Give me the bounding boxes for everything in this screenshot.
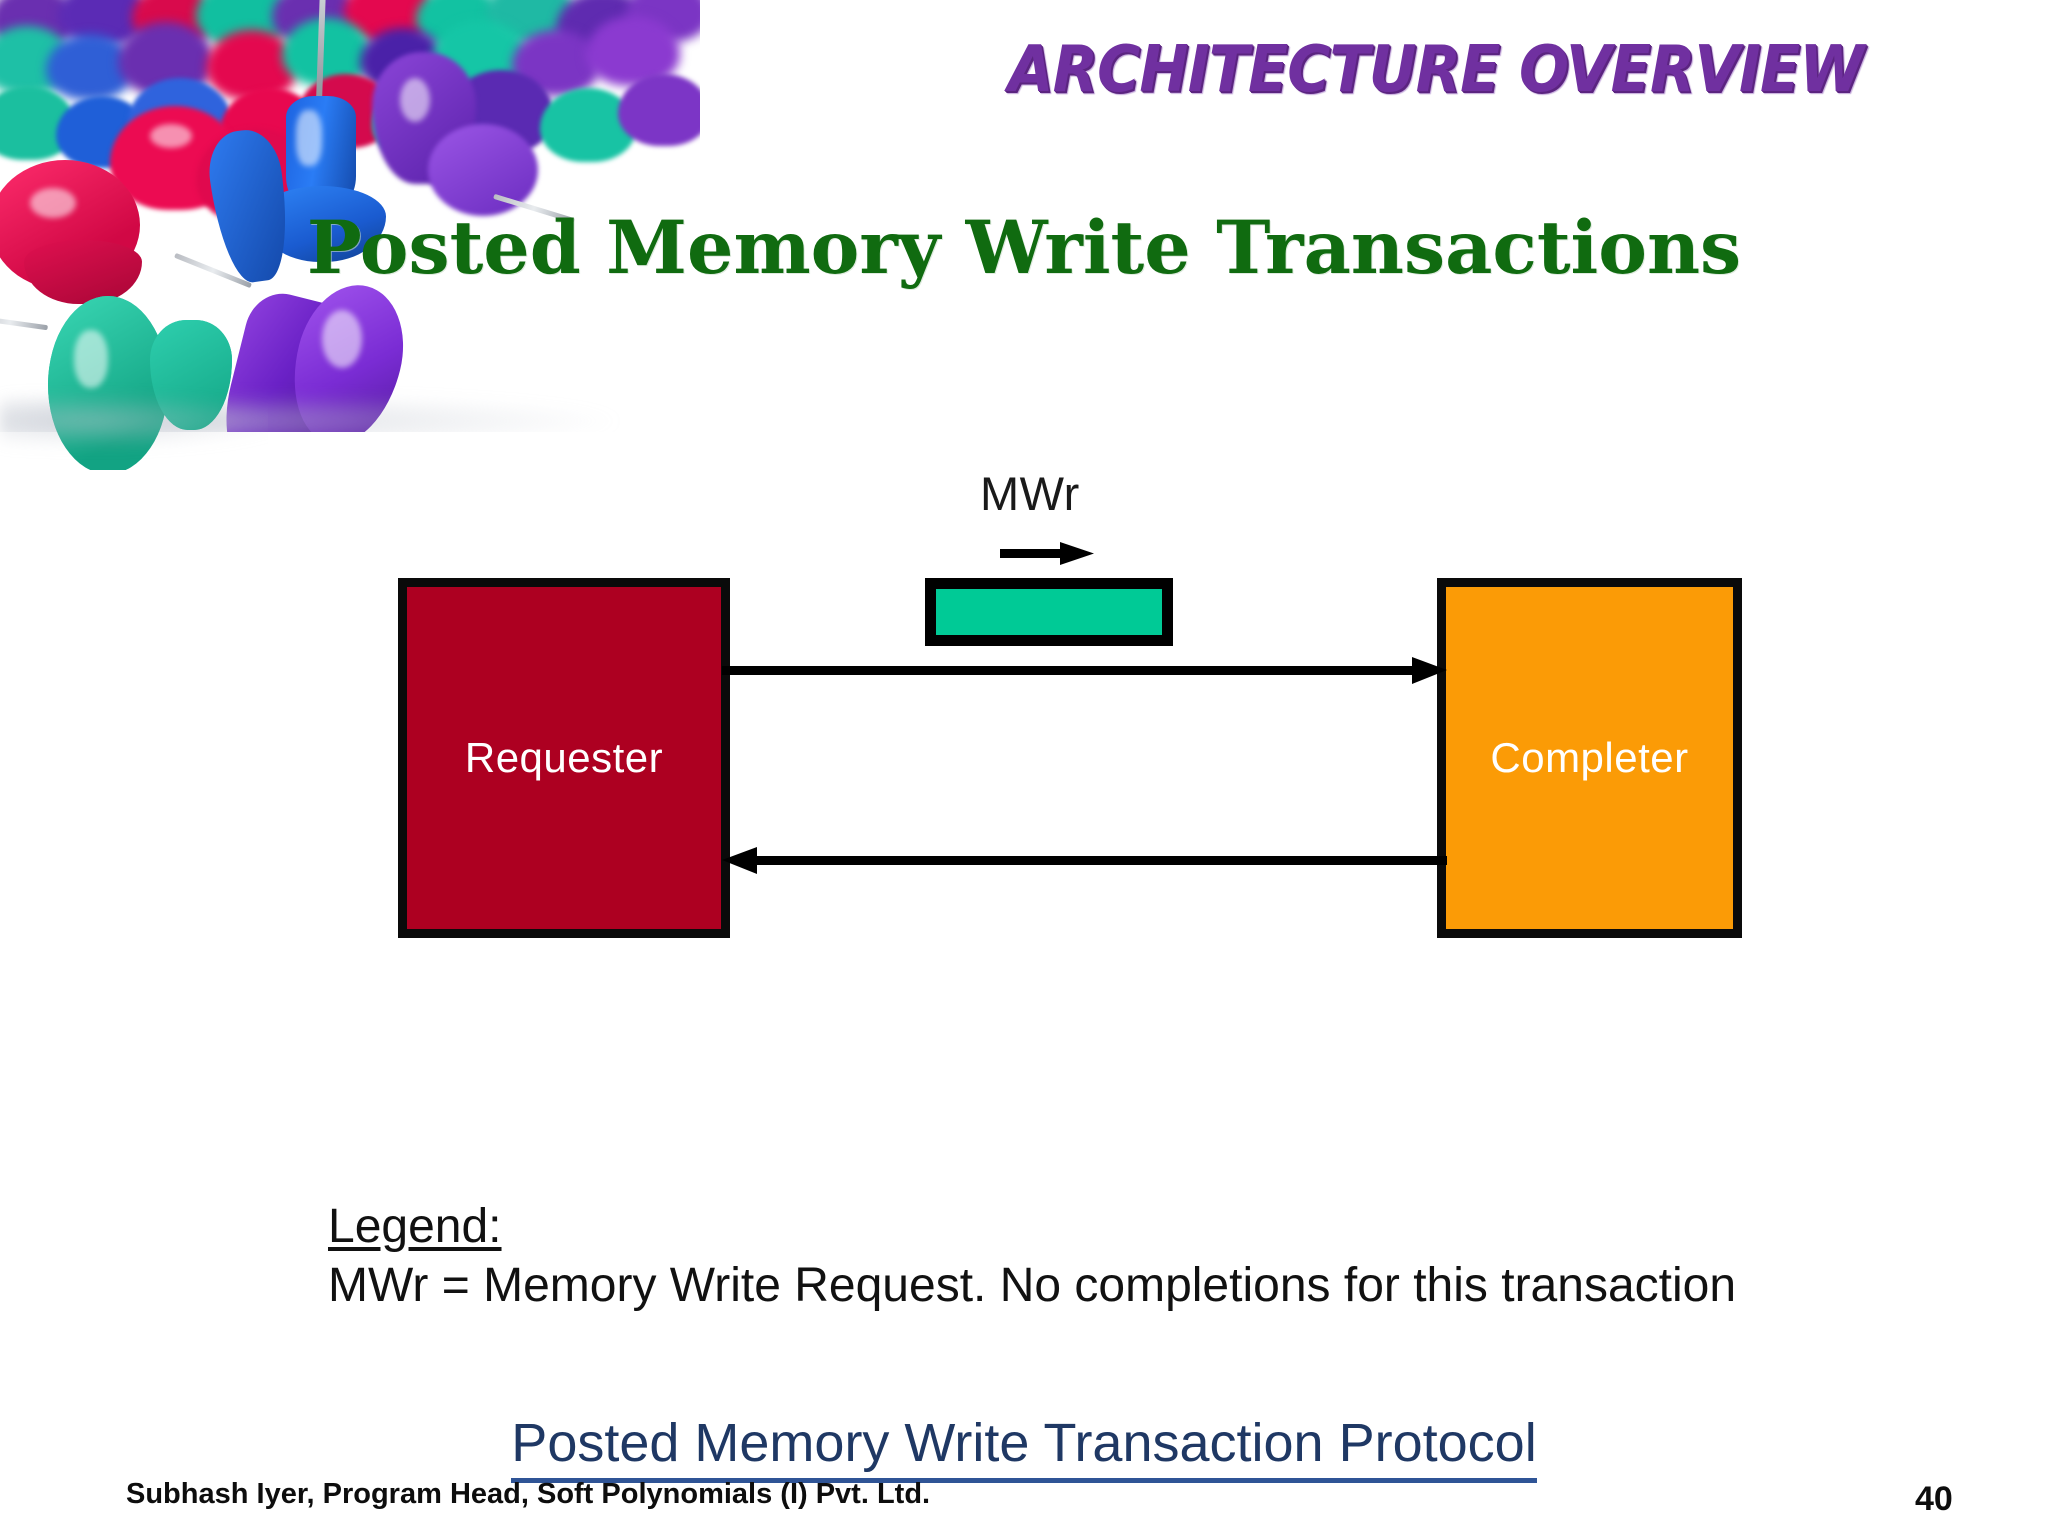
arrow-requester-to-completer: [722, 657, 1447, 684]
pushpin-base-magenta: [24, 240, 142, 304]
footer-credit: Subhash Iyer, Program Head, Soft Polynom…: [126, 1478, 931, 1510]
pushpin-gloss-blue: [296, 110, 322, 166]
legend-heading: Legend:: [328, 1200, 502, 1253]
mwr-label: MWr: [980, 467, 1080, 520]
diagram-caption: Posted Memory Write Transaction Protocol: [0, 1412, 2048, 1483]
page-title: Posted Memory Write Transactions: [306, 205, 1742, 291]
node-completer-label: Completer: [1490, 734, 1689, 781]
mwr-packet-block: [925, 578, 1173, 646]
pushpin-gloss-purple-front: [322, 310, 362, 368]
pushpin-gloss-pink-1: [150, 124, 192, 148]
pushpin-gloss-purple-right: [400, 78, 430, 122]
node-requester[interactable]: Requester: [398, 578, 730, 938]
pushpins-photo-lower: [0, 0, 268, 470]
diagram-caption-text: Posted Memory Write Transaction Protocol: [511, 1412, 1537, 1483]
pushpin-shadow-ext: [0, 392, 268, 450]
node-requester-label: Requester: [464, 734, 664, 781]
legend: Legend: MWr = Memory Write Request. No c…: [328, 1200, 1736, 1314]
pushpin-head-row2-4: [206, 30, 298, 100]
node-completer[interactable]: Completer: [1437, 578, 1742, 938]
arrow-completer-to-requester: [722, 847, 1447, 874]
pushpin-gloss-magenta: [30, 188, 76, 218]
pushpins-artwork-lower: [0, 0, 268, 470]
pushpin-gloss-teal-ext: [74, 330, 108, 388]
header-wordart-title: ARCHITECTURE OVERVIEW: [1008, 33, 1864, 107]
legend-text: MWr = Memory Write Request. No completio…: [328, 1258, 1737, 1312]
mwr-direction-arrow-icon: [1000, 542, 1094, 565]
page-number: 40: [1915, 1480, 1953, 1518]
pushpin-head-mid-9: [618, 74, 700, 146]
